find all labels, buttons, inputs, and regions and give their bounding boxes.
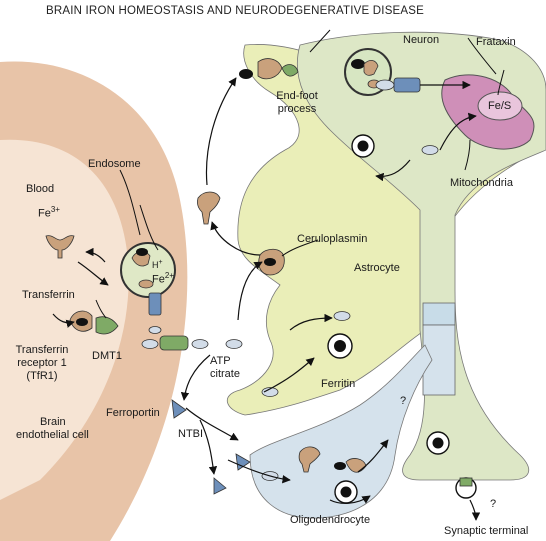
fe2-base: Fe: [152, 273, 165, 286]
iron-ellipses: [225, 145, 439, 481]
neuron-dmt1: [375, 77, 421, 93]
synaptic-label: Synaptic terminal: [444, 525, 529, 537]
tfr-label-line1: Transferrin: [15, 344, 69, 356]
tfr1-complex: [69, 310, 119, 335]
endfoot-label-line1: End-foot: [276, 90, 318, 102]
arrows: [52, 77, 481, 521]
ntbi-label: NTBI: [178, 428, 204, 440]
fe2-label: Fe2+: [152, 269, 174, 287]
hplus-label: H+: [152, 256, 163, 272]
neuron-label: Neuron: [403, 34, 440, 46]
fes-cluster: [477, 91, 523, 121]
endfoot-transferrin: [239, 58, 299, 80]
bec-label-line1: Brain: [40, 416, 66, 428]
fe2-charge: 2+: [164, 271, 174, 280]
neuron-ferritin-1: [351, 134, 375, 158]
endothelial-inner: [0, 139, 129, 500]
endfoot-label-line2: process: [277, 103, 317, 115]
endosome-dmt1: [148, 292, 162, 334]
ceruloplasmin-label: Ceruloplasmin: [297, 233, 368, 245]
transferrin-shape: [45, 235, 75, 259]
astrocyte-label: Astrocyte: [354, 262, 400, 274]
ferroportin-label: Ferroportin: [106, 407, 160, 419]
ntbi-complexes: [171, 399, 251, 495]
frataxin-label: Frataxin: [476, 36, 516, 48]
synaptic-terminal: [455, 477, 477, 499]
fes-label: Fe/S: [488, 100, 512, 112]
dmt1-label: DMT1: [92, 350, 122, 362]
fe3-charge: 3+: [50, 205, 60, 214]
neuron-ferritin-2: [426, 431, 450, 455]
citrate-label: citrate: [210, 368, 240, 380]
axon-sheath: [422, 302, 456, 396]
endosome-label: Endosome: [88, 158, 141, 170]
leader-lines: [95, 29, 505, 319]
ferroportin: [141, 335, 209, 351]
oligodendrocyte-label: Oligodendrocyte: [290, 514, 371, 526]
tfr-label-line3: (TfR1): [26, 370, 58, 382]
tfr-label-line2: receptor 1: [17, 357, 67, 369]
question-mark-synapse: ?: [490, 498, 497, 510]
hplus-charge: +: [158, 259, 163, 266]
transferrin-label: Transferrin: [22, 289, 75, 301]
atp-label: ATP: [210, 355, 231, 367]
endothelial-cell: [0, 61, 188, 541]
ferritin-shape: [327, 333, 353, 359]
ceruloplasmin-iron: [264, 258, 276, 266]
blood-label: Blood: [26, 183, 55, 195]
oligodendrocyte-ferritin: [334, 480, 358, 504]
diagram-title: BRAIN IRON HOMEOSTASIS AND NEURODEGENERA…: [46, 5, 425, 17]
oligodendrocyte-body: [249, 344, 433, 519]
transferrin-middle: [197, 191, 221, 225]
mitochondria: [441, 74, 535, 150]
mitochondria-label: Mitochondria: [450, 177, 513, 189]
blood-endosome: [120, 242, 176, 298]
hplus-base: H: [152, 260, 159, 270]
fe3-label: Fe3+: [38, 203, 60, 221]
question-mark-axon: ?: [400, 395, 407, 407]
ferritin-label: Ferritin: [321, 378, 356, 390]
fe3-base: Fe: [38, 207, 51, 220]
bec-label-line2: endothelial cell: [16, 429, 89, 441]
